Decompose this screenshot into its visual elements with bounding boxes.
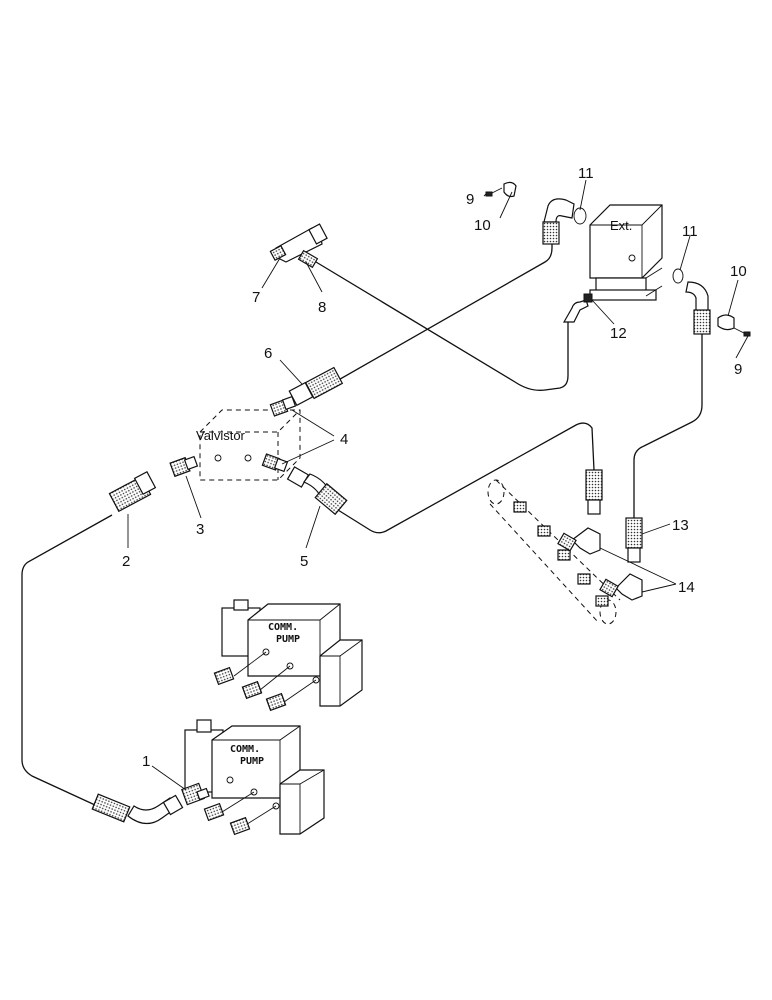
part-4-adapters: [261, 395, 297, 473]
pump-lower-fittings: [203, 791, 277, 836]
callout-11-right: 11: [682, 223, 698, 240]
pump-lower-label-2: PUMP: [240, 756, 264, 767]
pump-upper: COMM. PUMP: [213, 599, 363, 712]
callout-14: 14: [678, 579, 695, 596]
hose-pump-supply: [21, 514, 113, 806]
callout-1: 1: [142, 753, 150, 770]
pump-lower-label-1: COMM.: [230, 744, 260, 755]
hose-lines: [21, 236, 703, 806]
callout-11-top: 11: [578, 165, 594, 182]
part-11-elbow-right: [672, 268, 711, 335]
part-6-hose-end: [288, 366, 344, 407]
pump-elbow-hose-end: [91, 793, 184, 825]
callout-10-right: 10: [730, 263, 747, 280]
callout-9-right: 9: [734, 361, 742, 378]
manifold-dashed: [487, 479, 621, 625]
part-12-hose-end: [562, 293, 593, 323]
part-9-10-clamp-top: [485, 181, 517, 198]
hose-13-to-ext: [633, 330, 703, 518]
callout-3: 3: [196, 521, 204, 538]
manifold-ports: [513, 501, 609, 607]
callout-9-top: 9: [466, 191, 474, 208]
callout-12: 12: [610, 325, 627, 342]
valvistor-block: Valvistor: [196, 409, 301, 481]
part-7-8-tee: [269, 223, 328, 269]
pump-upper-label-2: PUMP: [276, 634, 300, 645]
part-2-hose-end: [108, 470, 157, 513]
callout-10-top: 10: [474, 217, 491, 234]
callout-13: 13: [672, 517, 689, 534]
callout-8: 8: [318, 299, 326, 316]
part-13-hose-end-left: [585, 469, 603, 515]
valvistor-label: Valvistor: [196, 428, 246, 443]
part-14-elbows: [557, 527, 643, 601]
callout-5: 5: [300, 553, 308, 570]
part-3-adapter: [169, 455, 199, 478]
hose-6-to-ext: [334, 236, 553, 383]
part-13-hose-end-right: [625, 517, 643, 563]
part-5-hose-end: [286, 466, 348, 516]
callout-4: 4: [340, 431, 348, 448]
hose-8-to-12: [315, 261, 569, 391]
callout-numbers: 1 2 3 4 5 6 7 8 9 10 11 11 12 13 14 10 9: [122, 165, 747, 770]
pump-upper-label-1: COMM.: [268, 622, 298, 633]
callout-6: 6: [264, 345, 272, 362]
part-9-10-clamp-right: [717, 314, 751, 337]
hose-5-to-14: [337, 422, 595, 534]
leader-lines: [127, 179, 749, 791]
ext-block: Ext.: [589, 204, 663, 301]
part-1-adapter: [181, 782, 210, 806]
callout-2: 2: [122, 553, 130, 570]
ext-label: Ext.: [610, 218, 632, 233]
part-11-elbow-top: [542, 198, 587, 245]
pump-lower: COMM. PUMP: [184, 719, 325, 836]
callout-7: 7: [252, 289, 260, 306]
pump-upper-fittings: [213, 651, 317, 712]
